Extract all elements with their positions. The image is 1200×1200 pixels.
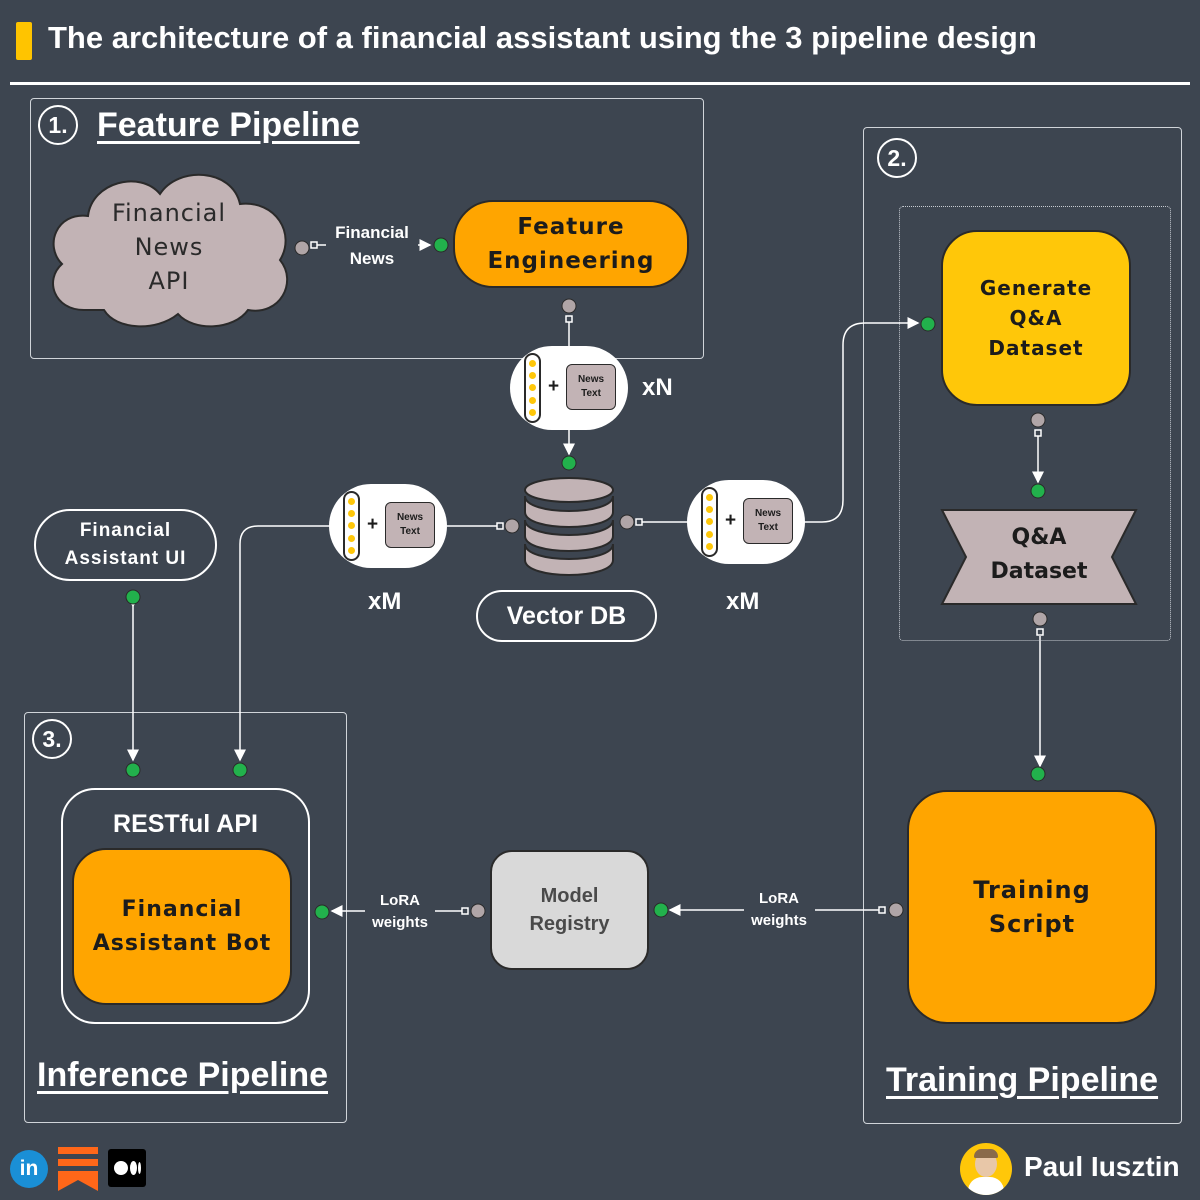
plus-icon: + bbox=[367, 514, 379, 535]
output-port bbox=[1032, 611, 1048, 627]
database-icon bbox=[524, 477, 614, 576]
input-port bbox=[653, 902, 669, 918]
feature-pipeline-label: Feature Pipeline bbox=[97, 106, 360, 144]
port-square bbox=[565, 315, 573, 323]
news-text-doc: News Text bbox=[566, 364, 616, 410]
output-port bbox=[561, 298, 577, 314]
plus-icon: + bbox=[548, 376, 560, 397]
embedding-chunk-xn: + News Text bbox=[510, 346, 628, 430]
multiplier-xn: xN bbox=[642, 374, 673, 401]
output-port bbox=[888, 902, 904, 918]
edge-right-embedding-to-generate bbox=[804, 317, 920, 523]
multiplier-xm-left: xM bbox=[368, 588, 402, 615]
feature-engineering-label: Feature Engineering bbox=[487, 214, 655, 274]
title-accent-bar bbox=[16, 22, 32, 60]
author-avatar bbox=[960, 1143, 1012, 1195]
training-script-label: Training Script bbox=[973, 876, 1091, 938]
input-port bbox=[125, 589, 141, 605]
page-title: The architecture of a financial assistan… bbox=[48, 20, 1037, 55]
substack-icon[interactable] bbox=[58, 1147, 98, 1191]
training-pipeline-frame bbox=[863, 127, 1182, 1124]
news-text-doc: News Text bbox=[385, 502, 435, 548]
training-script-box: Training Script bbox=[907, 790, 1157, 1024]
input-port bbox=[433, 237, 449, 253]
feature-pipeline-frame bbox=[30, 98, 704, 359]
qa-dataset-label: Q&A Dataset bbox=[990, 525, 1088, 584]
model-registry-label: Model Registry bbox=[529, 885, 610, 935]
embedding-chunk-xm-right: + News Text bbox=[687, 480, 805, 564]
financial-assistant-ui-label: Financial Assistant UI bbox=[64, 520, 187, 569]
title-divider bbox=[10, 82, 1190, 85]
port-square bbox=[635, 518, 643, 526]
news-text-doc: News Text bbox=[743, 498, 793, 544]
output-port bbox=[504, 518, 520, 534]
restful-api-label: RESTful API bbox=[113, 810, 258, 838]
financial-assistant-bot-box: Financial Assistant Bot bbox=[72, 848, 292, 1005]
medium-icon[interactable] bbox=[108, 1149, 146, 1187]
input-port bbox=[314, 904, 330, 920]
input-port bbox=[232, 762, 248, 778]
port-square bbox=[1034, 429, 1042, 437]
embedding-vector-icon bbox=[524, 353, 541, 423]
input-port bbox=[561, 455, 577, 471]
port-square bbox=[461, 907, 469, 915]
linkedin-icon[interactable]: in bbox=[10, 1150, 48, 1188]
output-port bbox=[1030, 412, 1046, 428]
port-square bbox=[310, 241, 318, 249]
inference-pipeline-label: Inference Pipeline bbox=[37, 1056, 328, 1094]
embedding-chunk-xm-left: + News Text bbox=[329, 484, 447, 568]
qa-dataset-shape bbox=[940, 509, 1138, 605]
input-port bbox=[1030, 766, 1046, 782]
port-square bbox=[496, 522, 504, 530]
multiplier-xm-right: xM bbox=[726, 588, 760, 615]
inference-pipeline-frame bbox=[24, 712, 347, 1123]
training-dataset-frame bbox=[899, 206, 1171, 641]
restful-api-container bbox=[61, 788, 310, 1024]
input-port bbox=[125, 762, 141, 778]
training-pipeline-number: 2. bbox=[877, 138, 917, 178]
financial-news-edge-label: Financial News bbox=[335, 223, 409, 268]
lora-weights-edge-label-right: LoRA weights bbox=[751, 890, 807, 929]
input-port bbox=[920, 316, 936, 332]
author-name: Paul Iusztin bbox=[1024, 1151, 1180, 1182]
financial-assistant-ui[interactable]: Financial Assistant UI bbox=[34, 509, 217, 581]
output-port bbox=[619, 514, 635, 530]
input-port bbox=[1030, 483, 1046, 499]
edge-left-embedding-to-api bbox=[234, 525, 330, 762]
model-registry-box: Model Registry bbox=[490, 850, 649, 970]
financial-news-api-label: Financial News API bbox=[111, 199, 227, 295]
lora-weights-edge-label-left: LoRA weights bbox=[372, 892, 428, 931]
generate-qa-dataset-label: Generate Q&A Dataset bbox=[979, 276, 1093, 360]
training-pipeline-label: Training Pipeline bbox=[886, 1061, 1159, 1099]
financial-assistant-bot-label: Financial Assistant Bot bbox=[92, 896, 272, 956]
feature-engineering-box: Feature Engineering bbox=[453, 200, 689, 288]
output-port bbox=[470, 903, 486, 919]
inference-pipeline-number: 3. bbox=[32, 719, 72, 759]
vector-db-label: Vector DB bbox=[506, 601, 627, 630]
plus-icon: + bbox=[725, 510, 737, 531]
embedding-vector-icon bbox=[701, 487, 718, 557]
port-square bbox=[878, 906, 886, 914]
output-port bbox=[294, 240, 310, 256]
feature-pipeline-number: 1. bbox=[38, 105, 78, 145]
cloud-icon bbox=[52, 173, 289, 328]
port-square bbox=[1036, 628, 1044, 636]
embedding-vector-icon bbox=[343, 491, 360, 561]
generate-qa-dataset-box: Generate Q&A Dataset bbox=[941, 230, 1131, 406]
vector-db-label-pill: Vector DB bbox=[476, 590, 657, 642]
